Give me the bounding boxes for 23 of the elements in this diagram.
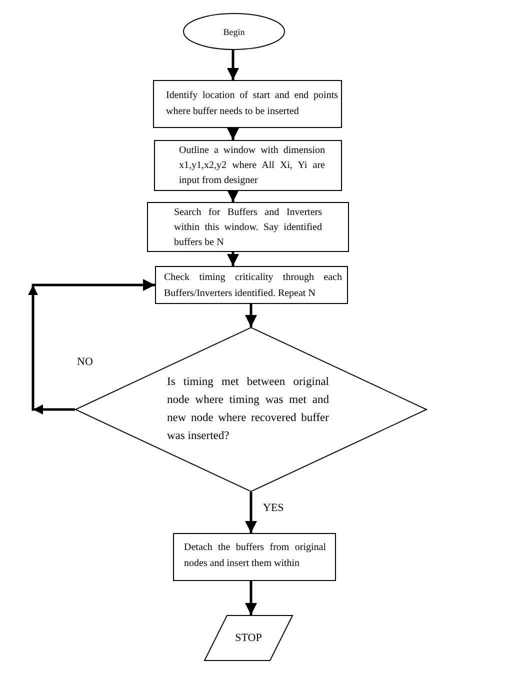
- arrow: [227, 128, 239, 140]
- process-box: [153, 80, 342, 128]
- start-ellipse: [183, 13, 285, 50]
- step-text: Detach the buffers from original nodes and insert them within: [184, 541, 326, 571]
- arrow: [245, 581, 257, 615]
- arrow: [227, 190, 239, 202]
- step-text: Check timing criticality through each Buffers/Inverters identified. Repeat N: [164, 271, 342, 301]
- process-box: [154, 140, 342, 191]
- arrow: [227, 252, 239, 266]
- terminal-parallelogram: [204, 615, 293, 661]
- process-box: [155, 266, 348, 304]
- start-label: Begin: [223, 26, 245, 38]
- arrow: [245, 492, 257, 533]
- step-text: Identify location of start and end points where buffer needs to be inserted: [166, 89, 338, 119]
- process-box: [147, 202, 349, 252]
- stop-label: STOP: [235, 632, 262, 644]
- arrow: [227, 50, 239, 80]
- decision-diamond: [75, 327, 427, 492]
- step-text: Search for Buffers and Inverters within this window. Say identified buffers be N: [174, 206, 322, 250]
- question-text: Is timing met between original node where timing was met and new node where recovered buffer was inserted?: [167, 375, 329, 444]
- step-text: Outline a window with dimension x1,y1,x2,y2 where All Xi, Yi are input from designer: [179, 144, 325, 188]
- arrow: [245, 304, 257, 327]
- process-box: [173, 533, 336, 581]
